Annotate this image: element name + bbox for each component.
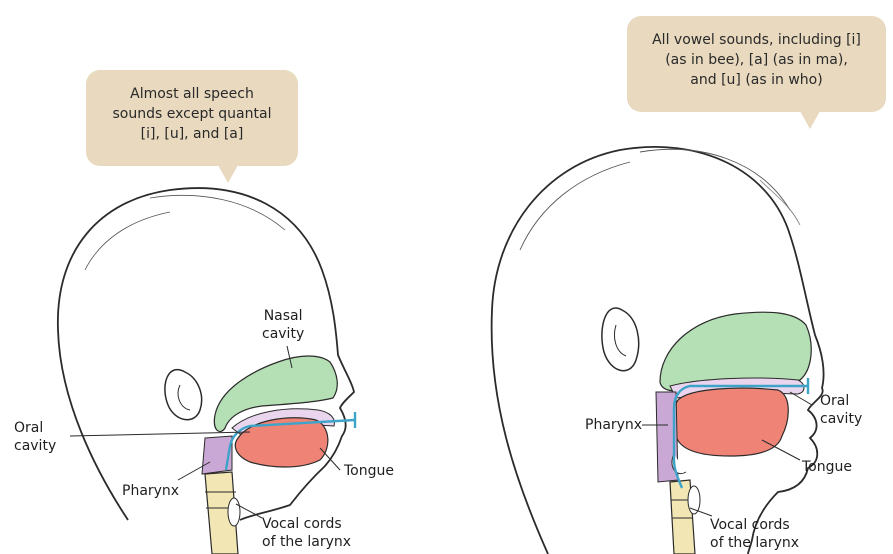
adult-bubble-tail (800, 111, 820, 129)
adult-head (492, 147, 824, 554)
adult-vocal-line-1: Vocal cords (710, 516, 799, 534)
infant-vocal-line-2: of the larynx (262, 533, 351, 551)
adult-tongue (673, 388, 788, 456)
adult-bubble-line-3: and [u] (as in who) (627, 70, 886, 90)
infant-bubble-line-1: Almost all speech (86, 84, 298, 104)
infant-label-pharynx: Pharynx (122, 482, 179, 500)
infant-label-tongue: Tongue (344, 462, 394, 480)
adult-bubble-line-1: All vowel sounds, including [i] (627, 30, 886, 50)
adult-label-vocal-cords: Vocal cords of the larynx (710, 516, 799, 552)
infant-nasal-line-1: Nasal (262, 307, 304, 325)
infant-label-nasal-cavity: Nasal cavity (262, 307, 304, 343)
adult-vocal-line-2: of the larynx (710, 534, 799, 552)
adult-speech-bubble: All vowel sounds, including [i] (as in b… (627, 16, 886, 112)
infant-oral-line-2: cavity (14, 437, 56, 455)
infant-oral-leader (70, 432, 250, 436)
adult-label-pharynx: Pharynx (585, 416, 642, 434)
infant-nasal-line-2: cavity (262, 325, 304, 343)
adult-label-oral-cavity: Oral cavity (820, 392, 862, 428)
infant-head (58, 188, 355, 554)
infant-bubble-line-3: [i], [u], and [a] (86, 124, 298, 144)
infant-oral-line-1: Oral (14, 419, 56, 437)
infant-vocal-line-1: Vocal cords (262, 515, 351, 533)
infant-label-vocal-cords: Vocal cords of the larynx (262, 515, 351, 551)
adult-oral-line-2: cavity (820, 410, 862, 428)
infant-ear (165, 370, 202, 420)
infant-bubble-line-2: sounds except quantal (86, 104, 298, 124)
infant-speech-bubble: Almost all speech sounds except quantal … (86, 70, 298, 166)
adult-bubble-line-2: (as in bee), [a] (as in ma), (627, 50, 886, 70)
infant-label-oral-cavity: Oral cavity (14, 419, 56, 455)
infant-bubble-tail (218, 165, 238, 183)
adult-label-tongue: Tongue (802, 458, 852, 476)
adult-ear (602, 308, 639, 371)
adult-oral-line-1: Oral (820, 392, 862, 410)
